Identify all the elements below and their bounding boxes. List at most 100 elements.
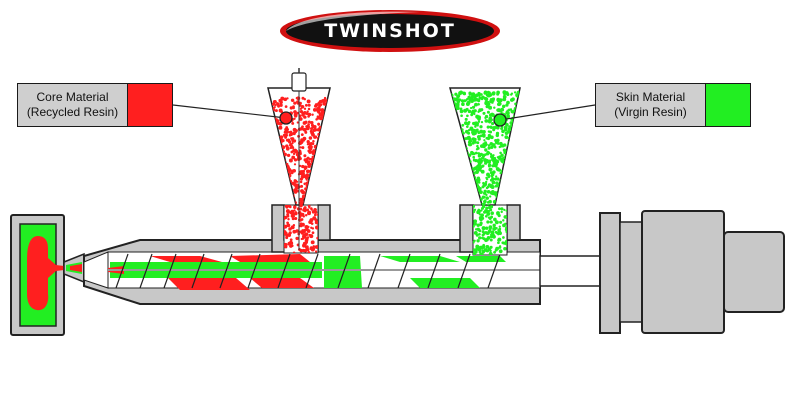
skin-pellet [459,109,464,114]
skin-pellet [459,159,463,163]
core-pellet [285,209,290,214]
core-pellet [271,140,275,144]
skin-pellet [472,155,476,159]
skin-pellet [492,91,496,95]
skin-pellet [496,156,499,159]
skin-pellet [493,191,498,196]
skin-pellet [485,160,490,164]
skin-pellet [450,123,455,128]
skin-pellet [451,161,455,164]
skin-pellet [474,200,479,205]
core-pellet [292,152,296,156]
skin-pellet [514,102,517,106]
core-pellet [311,210,316,214]
skin-pellet [450,195,453,199]
core-pellet [280,156,284,160]
core-pellet [325,170,330,175]
skin-pellet [484,116,487,120]
skin-pellet [451,129,456,134]
core-pellet [299,222,303,226]
skin-pellet [486,90,490,94]
core-pellet [318,151,323,156]
skin-pellet [478,181,481,184]
skin-pellet [487,229,491,234]
core-pellet [307,149,310,153]
skin-pellet [450,160,454,164]
core-pellet [286,213,290,216]
skin-pellet [490,233,494,237]
skin-pellet [475,148,479,151]
skin-pellet [477,99,480,102]
core-pellet [320,136,324,140]
core-pellet [272,152,277,157]
core-pellet [311,151,315,155]
core-pellet [301,146,305,150]
skin-pellet [514,139,518,143]
skin-pellet [459,137,464,142]
core-pellet [286,221,289,225]
core-pellet [305,174,308,178]
skin-pellet [483,91,487,95]
skin-pellet [492,223,496,228]
core-pellet [325,155,329,159]
skin-pellet [470,197,474,201]
skin-pellet [497,214,501,218]
core-pellet [316,170,320,174]
core-pellet [268,194,272,199]
core-pellet [323,170,327,175]
core-pellet [268,196,271,200]
core-pellet [325,176,329,180]
skin-pellet [488,120,492,124]
core-pellet [325,191,330,195]
core-pellet [325,199,328,203]
core-pellet [312,128,316,132]
skin-pellet [509,200,512,203]
core-pellet [315,225,318,229]
skin-pellet [481,164,485,168]
skin-pellet [469,127,474,132]
skin-pellet [452,144,456,147]
core-pellet [291,139,295,143]
molded-core-part [27,236,64,311]
skin-pellet [482,133,486,137]
core-pellet [286,153,291,158]
core-pellet [300,212,305,217]
skin-pellet [505,103,509,107]
core-pellet [326,129,330,133]
core-pellet [314,172,318,176]
skin-pellet [473,166,477,171]
skin-pellet [462,197,466,201]
skin-pellet [473,200,476,203]
skin-pellet [465,157,469,161]
skin-pellet [510,184,515,188]
core-pellet [278,175,281,179]
skin-pellet [514,196,519,201]
skin-pellet [454,105,459,110]
skin-pellet [517,160,520,163]
skin-pellet [489,125,493,129]
skin-pellet [476,144,479,148]
skin-pellet [488,105,493,110]
skin-pellet [471,105,476,109]
skin-pellet [494,177,498,181]
core-pellet [304,120,308,124]
core-pellet [268,192,272,197]
core-pellet [275,178,279,182]
skin-pellet [482,226,486,230]
skin-pellet [451,195,456,200]
core-pellet [270,124,275,129]
skin-pellet [477,120,481,123]
skin-pellet [459,154,463,158]
skin-pellet [460,99,465,103]
skin-pellet [518,193,520,196]
core-pellet [278,125,283,130]
core-pellet [301,113,305,117]
core-pellet [322,145,327,149]
core-pellet [321,111,325,115]
skin-pellet [474,228,478,231]
skin-pellet [450,155,454,160]
skin-pellet [459,178,463,181]
core-pellet [316,213,318,216]
core-pellet [299,109,304,114]
skin-pellet [511,180,515,184]
